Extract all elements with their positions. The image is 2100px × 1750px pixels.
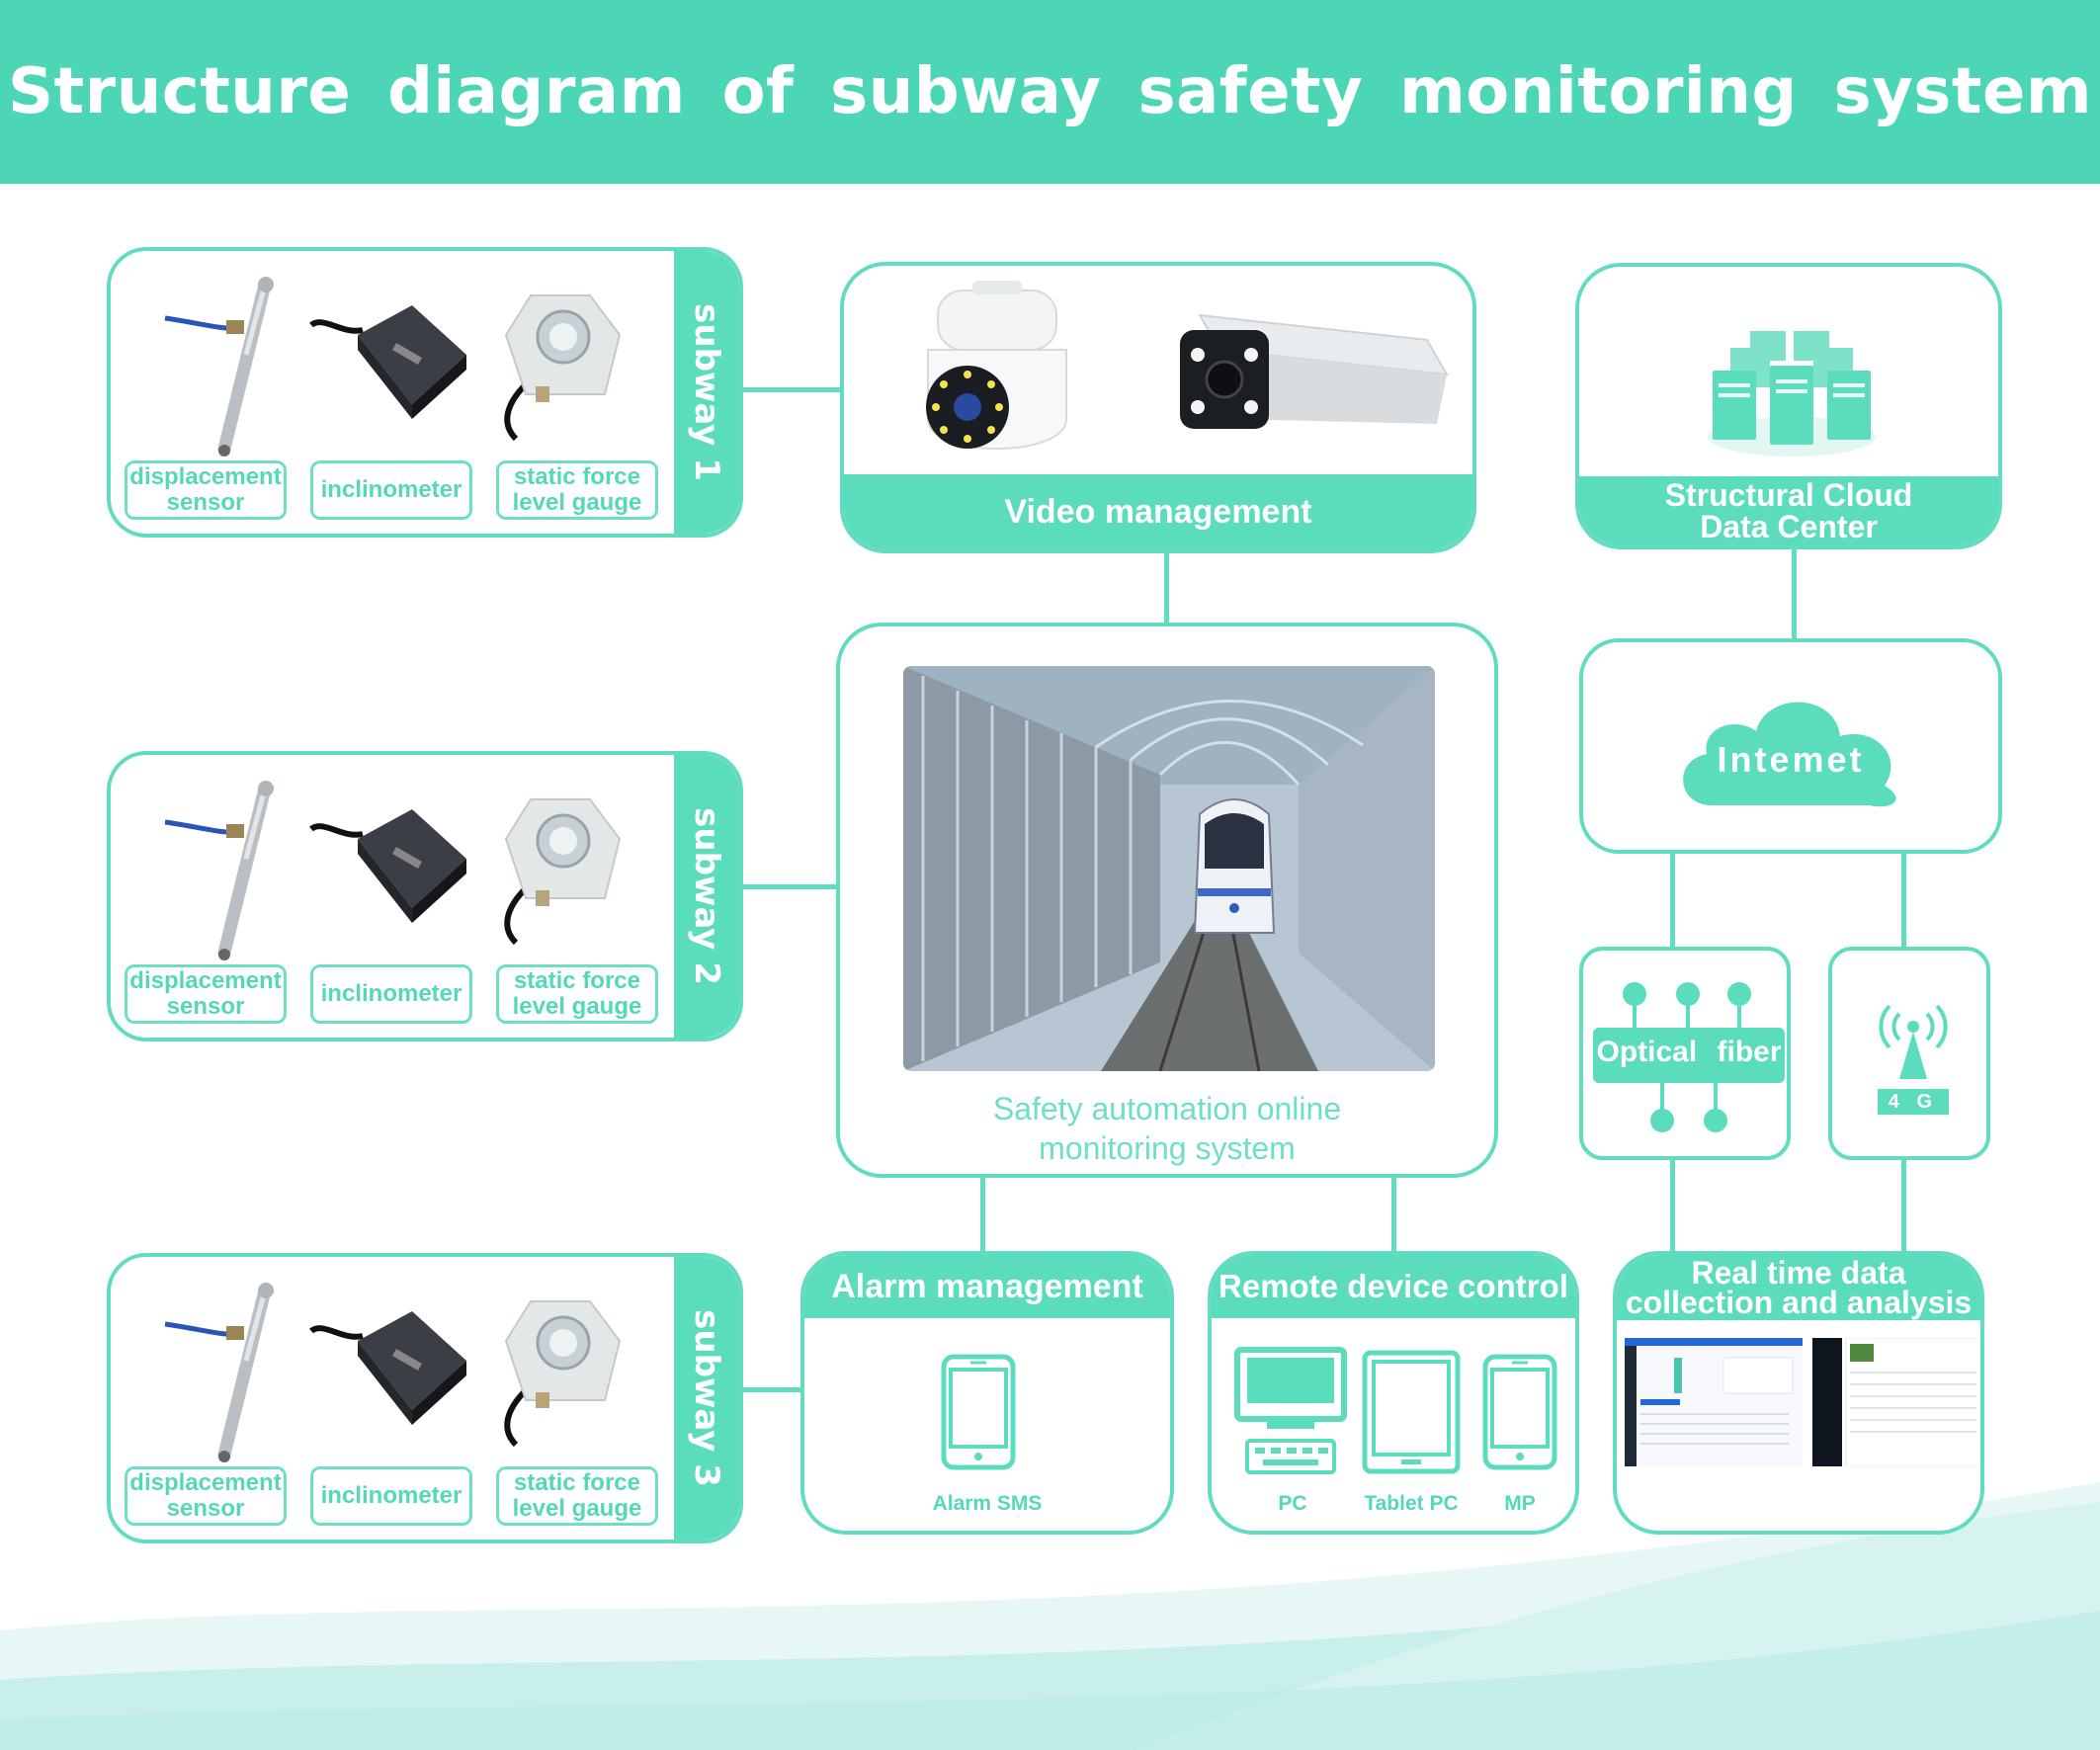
- inclinometer-icon: [309, 1311, 466, 1425]
- remote-device-control-title: Remote device control: [1212, 1255, 1575, 1318]
- pc-label: PC: [1278, 1492, 1307, 1515]
- displacement-sensor-icon: [164, 1283, 274, 1462]
- pc-icon: [1234, 1347, 1347, 1474]
- bullet-camera-icon: [1180, 313, 1449, 429]
- cloud-icon: [1683, 702, 1896, 807]
- subway-tab: subway 2: [674, 755, 739, 1038]
- connector-video-center: [1164, 553, 1169, 625]
- mp-label: MP: [1504, 1492, 1536, 1515]
- video-management-label: Video management: [844, 474, 1472, 549]
- optical-fiber-label: Optical fiber: [1596, 1036, 1782, 1068]
- connector-subway3-alarm: [743, 1387, 800, 1392]
- dome-camera-icon: [926, 281, 1067, 450]
- inclinometer-label: inclinometer: [310, 964, 472, 1024]
- center-monitoring-label: Safety automation online monitoring syst…: [992, 1091, 1342, 1166]
- connector-4g-realtime: [1901, 1160, 1906, 1253]
- connector-subway1-video: [743, 387, 842, 392]
- background-wave: [0, 1482, 2100, 1750]
- server-stack-icon: [1708, 331, 1876, 457]
- network-nodes-icon: [1593, 982, 1785, 1132]
- alarm-sms-label: Alarm SMS: [932, 1492, 1043, 1515]
- remote-device-control-box: Remote device control PC Tablet PC MP: [1208, 1251, 1579, 1535]
- mobile-phone-icon: [1482, 1354, 1557, 1470]
- dashboard-screenshot: [1625, 1338, 1980, 1466]
- subway-tab: subway 1: [674, 251, 739, 534]
- tablet-pc-label: Tablet PC: [1364, 1492, 1459, 1515]
- inclinometer-icon: [309, 809, 466, 923]
- header-banner: Structure diagram of subway safety monit…: [0, 0, 2100, 184]
- displacement-sensor-icon: [164, 781, 274, 960]
- optical-fiber-box: Optical fiber: [1579, 947, 1791, 1160]
- connector-center-remote: [1391, 1178, 1396, 1253]
- internet-box: Intemet: [1579, 638, 2002, 854]
- center-monitoring-box: Safety automation online monitoring syst…: [836, 623, 1498, 1178]
- static-force-level-gauge-icon: [504, 294, 622, 442]
- 4g-label: 4 G: [1878, 1089, 1949, 1115]
- 4g-box: 4 G: [1828, 947, 1990, 1160]
- inclinometer-icon: [309, 305, 466, 419]
- inclinometer-label: inclinometer: [310, 1466, 472, 1526]
- connector-optical-realtime: [1670, 1160, 1675, 1253]
- inclinometer-label: inclinometer: [310, 460, 472, 520]
- internet-label: Intemet: [1717, 739, 1865, 780]
- subway-train-image: [903, 666, 1435, 1071]
- connector-internet-4g: [1901, 854, 1906, 949]
- displacement-sensor-icon: [164, 277, 274, 457]
- signal-tower-icon: [1879, 1004, 1948, 1079]
- phone-icon: [941, 1354, 1016, 1470]
- tablet-icon: [1362, 1350, 1461, 1474]
- alarm-management-title: Alarm management: [804, 1255, 1170, 1318]
- connector-center-alarm: [980, 1178, 985, 1253]
- video-management-box: Video management: [840, 262, 1476, 553]
- static-force-level-gauge-icon: [504, 798, 622, 946]
- alarm-management-box: Alarm management Alarm SMS: [800, 1251, 1174, 1535]
- subway-tab: subway 3: [674, 1257, 739, 1540]
- static-force-level-gauge-icon: [504, 1300, 622, 1448]
- connector-internet-optical: [1670, 854, 1675, 949]
- page-title: Structure diagram of subway safety monit…: [7, 55, 2093, 128]
- connector-subway2-center: [743, 884, 838, 889]
- connector-cloud-internet: [1792, 549, 1797, 640]
